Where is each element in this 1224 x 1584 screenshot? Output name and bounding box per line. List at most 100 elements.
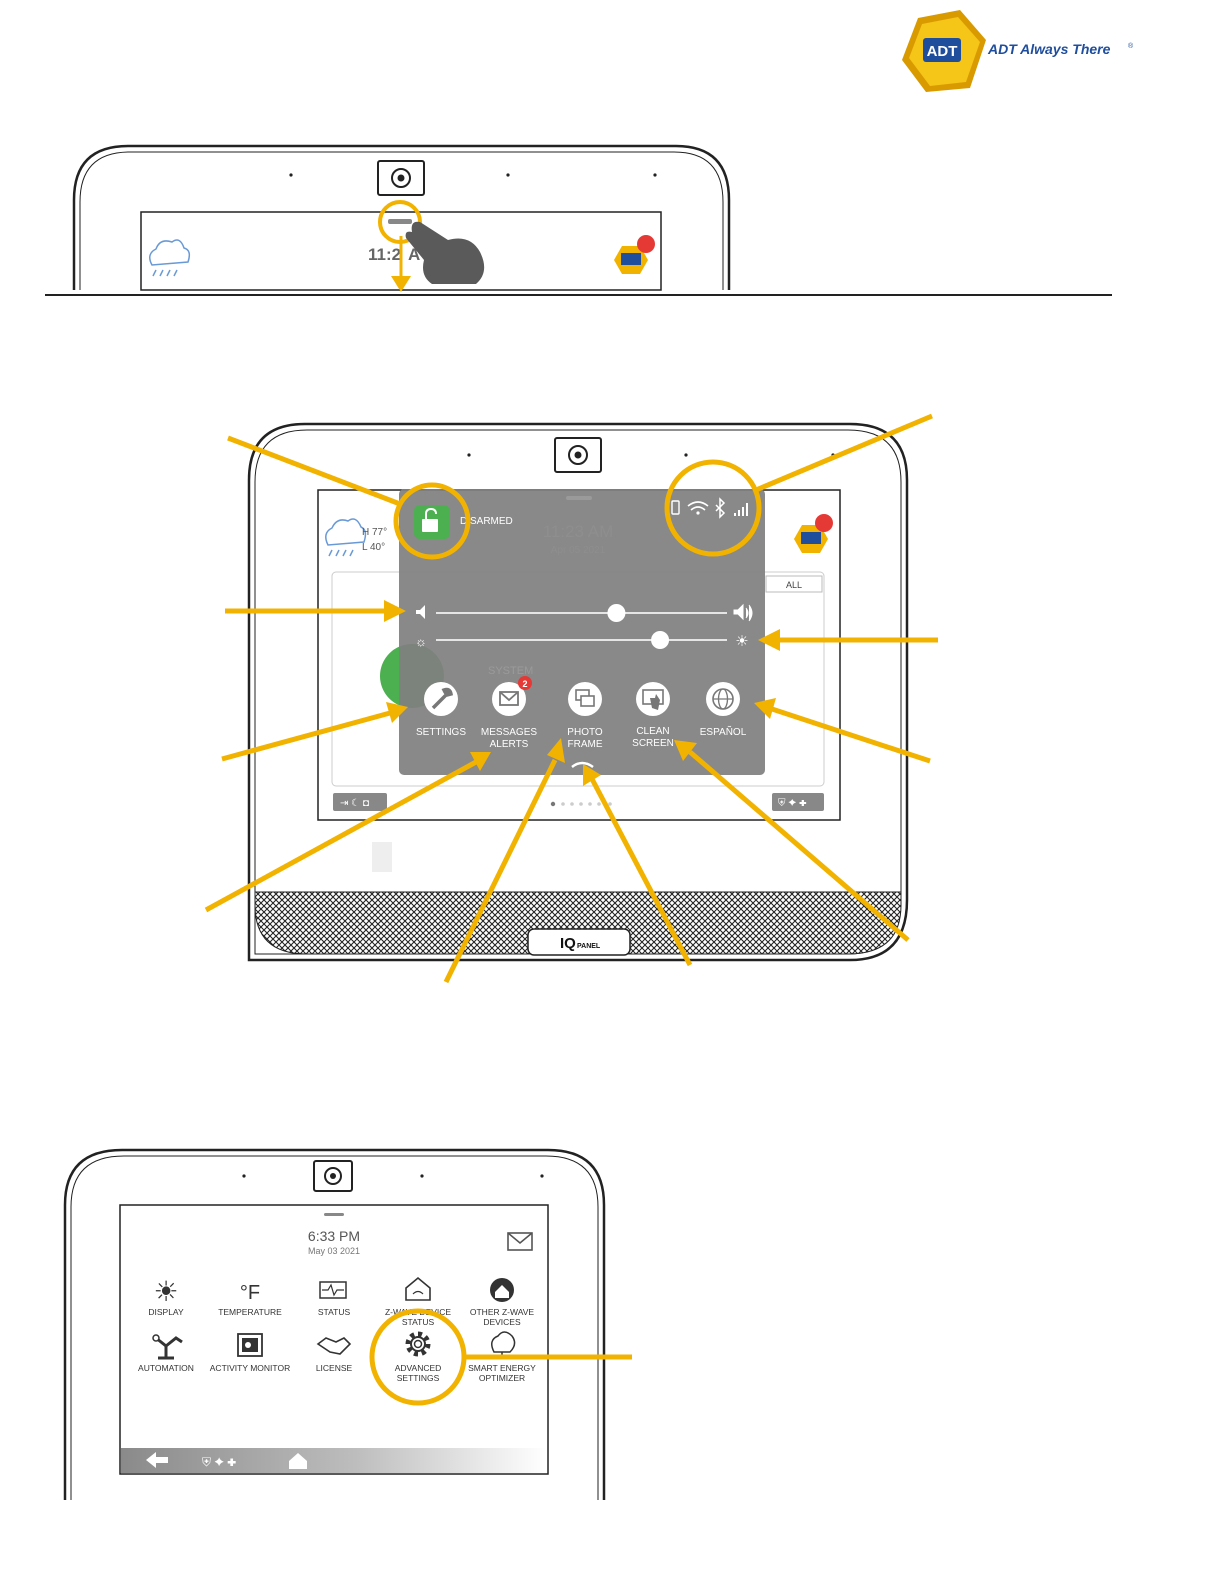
brightness-low-icon: ☼	[415, 634, 427, 649]
arm-modes-bar[interactable]	[333, 793, 387, 811]
gear-icon	[405, 1331, 431, 1357]
weather-high: H 77°	[362, 527, 387, 538]
shortcut-espanol[interactable]: ESPAÑOL	[700, 682, 747, 738]
smart-energy-icon	[491, 1331, 516, 1353]
overlay-handle[interactable]	[566, 496, 592, 500]
cell-signal-icon	[734, 503, 748, 516]
volume-low-icon	[416, 605, 425, 619]
settings-item-label: TEMPERATURE	[218, 1307, 282, 1317]
brightness-slider[interactable]: ☼ ☀	[415, 631, 749, 650]
tab-all-label: ALL	[786, 580, 802, 590]
wifi-icon	[687, 501, 709, 511]
settings-item-label-2: SETTINGS	[397, 1373, 440, 1383]
shortcut-label: CLEAN	[636, 726, 669, 737]
status-bar-callout-circle	[664, 459, 762, 557]
settings-item-label-2: STATUS	[402, 1317, 435, 1327]
panel-light	[372, 842, 392, 872]
settings-item-other-zwave[interactable]: OTHER Z-WAVE DEVICES	[470, 1278, 535, 1327]
figure-3-settings-panel: 6:33 PM May 03 2021 ☀ DISPLAY °F TEMPERA…	[63, 1148, 632, 1500]
overlay-date: Apr 05 2021	[551, 545, 606, 556]
settings-item-status[interactable]: STATUS	[318, 1281, 351, 1317]
unlocked-padlock-icon	[422, 507, 438, 532]
shortcut-label: ESPAÑOL	[700, 725, 747, 738]
settings-item-display[interactable]: ☀ DISPLAY	[148, 1276, 184, 1317]
back-arrow-icon[interactable]	[146, 1452, 168, 1468]
settings-item-label: SMART ENERGY	[468, 1363, 536, 1373]
status-bar-icons	[671, 497, 748, 519]
volume-slider[interactable]	[416, 603, 753, 622]
shortcut-label-2: SCREEN	[632, 738, 674, 749]
pull-down-handle[interactable]	[388, 219, 412, 224]
notification-dot	[815, 514, 833, 532]
volume-high-icon	[733, 603, 753, 622]
bluetooth-icon	[715, 497, 726, 519]
shortcut-label-2: ALERTS	[490, 739, 529, 750]
iq-panel-badge	[527, 928, 631, 956]
adt-app-icon[interactable]	[794, 514, 833, 553]
adt-logo: ADT ADT Always There ®	[902, 10, 1134, 92]
settings-item-label-2: OPTIMIZER	[479, 1373, 525, 1383]
emergency-icons: ⛨ ✦ ✚	[778, 798, 807, 809]
settings-item-label: ACTIVITY MONITOR	[210, 1363, 290, 1373]
settings-item-license[interactable]: LICENSE	[316, 1337, 353, 1373]
settings-item-temperature[interactable]: °F TEMPERATURE	[218, 1282, 282, 1317]
registered-mark: ®	[1128, 42, 1134, 50]
adt-tagline: ADT Always There	[987, 41, 1111, 57]
weather-low: L 40°	[362, 542, 385, 553]
adt-logo-box	[923, 38, 961, 62]
home-icon[interactable]	[289, 1453, 307, 1469]
page-indicator	[550, 801, 612, 807]
envelope-icon	[499, 691, 519, 706]
envelope-icon[interactable]	[507, 1232, 533, 1251]
collapse-chevron-icon[interactable]	[571, 761, 594, 769]
safe-icon	[237, 1333, 263, 1357]
cloud-rain-icon	[325, 518, 367, 557]
settings-item-label-2: DEVICES	[483, 1317, 521, 1327]
fahrenheit-icon: °F	[240, 1282, 260, 1304]
house-wave-icon	[405, 1276, 431, 1301]
shortcut-clean-screen[interactable]: CLEAN SCREEN	[632, 682, 674, 749]
settings-date: May 03 2021	[308, 1246, 360, 1256]
settings-item-label: OTHER Z-WAVE	[470, 1307, 535, 1317]
sun-icon: ☀	[153, 1276, 178, 1307]
settings-item-label: DISPLAY	[148, 1307, 184, 1317]
shortcut-photo-frame[interactable]: PHOTO FRAME	[567, 682, 603, 750]
adt-app-icon	[614, 235, 655, 274]
settings-item-label: STATUS	[318, 1307, 351, 1317]
settings-item-automation[interactable]: AUTOMATION	[138, 1334, 194, 1373]
iq-logo-sub: PANEL	[577, 943, 601, 950]
overlay-time: 11:23 AM	[543, 522, 614, 541]
settings-item-label: AUTOMATION	[138, 1363, 194, 1373]
shortcut-settings[interactable]: SETTINGS	[416, 682, 466, 738]
brightness-high-icon: ☀	[735, 633, 748, 650]
settings-item-advanced-settings[interactable]: ADVANCED SETTINGS	[395, 1331, 442, 1383]
shortcut-label: MESSAGES	[481, 727, 537, 738]
figure-2-panel: IQ PANEL H 77° L 40° ALL ⇥ ☾ ◘ ⛨ ✦ ✚	[247, 422, 909, 962]
brightness-thumb[interactable]	[651, 631, 670, 649]
settings-item-label: LICENSE	[316, 1363, 353, 1373]
quick-settings-overlay	[399, 489, 765, 775]
emergency-icons[interactable]: ⛨ ✦ ✚	[202, 1455, 236, 1469]
tab-all[interactable]	[765, 575, 823, 593]
settings-item-activity-monitor[interactable]: ACTIVITY MONITOR	[210, 1333, 290, 1373]
message-count: 2	[522, 679, 527, 689]
battery-icon	[671, 500, 680, 515]
speaker-grille	[254, 891, 902, 955]
volume-thumb[interactable]	[607, 604, 626, 622]
shortcut-messages-alerts[interactable]: 2 MESSAGES ALERTS	[481, 676, 537, 750]
settings-time: 6:33 PM	[308, 1228, 360, 1244]
iq-logo: IQ	[560, 935, 576, 952]
emergency-bar[interactable]	[772, 793, 824, 811]
system-label: SYSTEM	[488, 665, 533, 677]
shortcut-label: PHOTO	[567, 727, 603, 738]
settings-item-label: ADVANCED	[395, 1363, 442, 1373]
settings-screen	[119, 1204, 549, 1475]
status-callout-circle	[393, 482, 471, 560]
shortcut-label: SETTINGS	[416, 727, 466, 738]
arm-modes-icons: ⇥ ☾ ◘	[340, 798, 369, 809]
handshake-icon	[316, 1337, 352, 1355]
pull-down-handle[interactable]	[324, 1213, 344, 1216]
bottom-nav-bar	[121, 1448, 547, 1473]
pointing-hand-icon	[405, 221, 485, 284]
